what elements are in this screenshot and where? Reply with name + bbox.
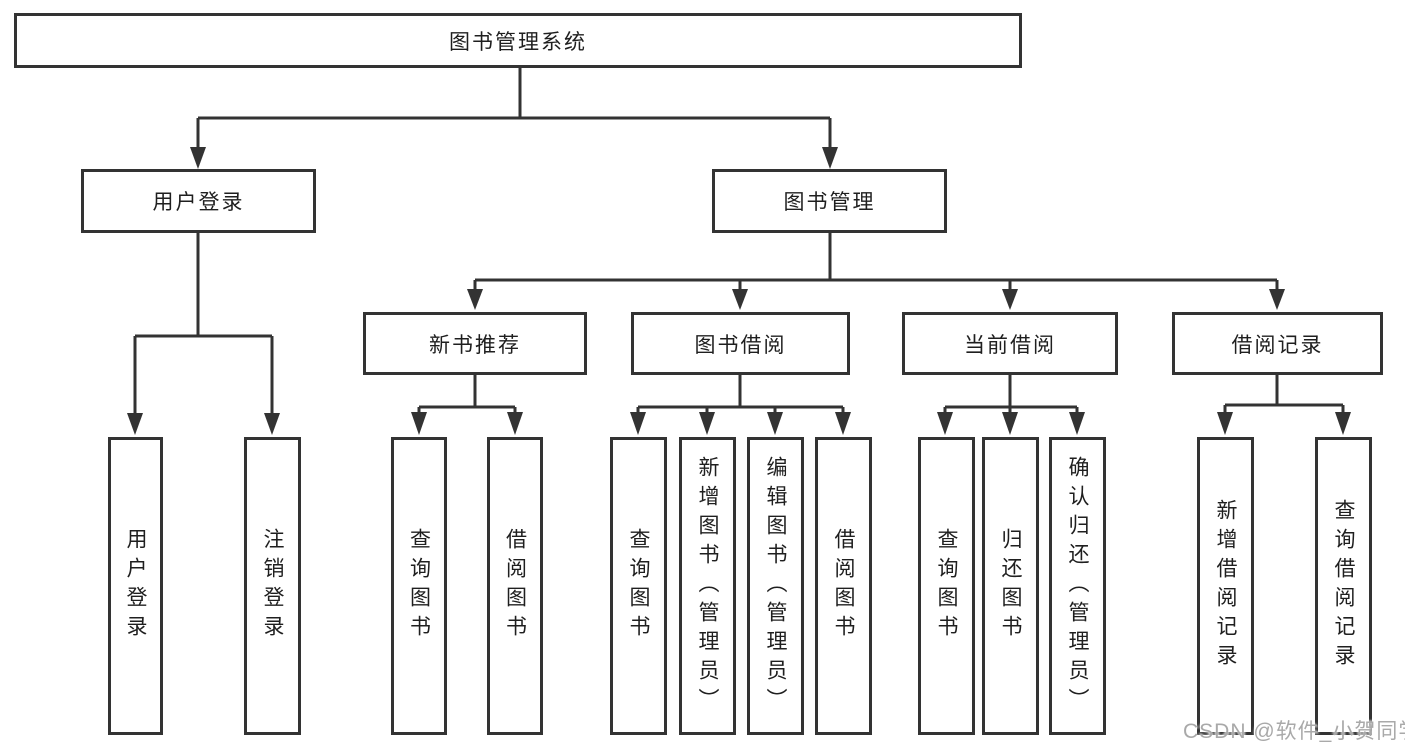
leaf-query-books-borrowing: 查询图书 <box>610 437 667 735</box>
node-book-management: 图书管理 <box>712 169 947 233</box>
leaf-borrow-books: 借阅图书 <box>815 437 872 735</box>
leaf-user-login: 用户登录 <box>108 437 163 735</box>
csdn-watermark: CSDN @软件_小贺同学 <box>1183 720 1405 743</box>
node-current-borrowing: 当前借阅 <box>902 312 1118 375</box>
node-borrow-records: 借阅记录 <box>1172 312 1383 375</box>
arrowheads <box>127 147 1351 435</box>
leaf-add-book-admin: 新增图书（管理员） <box>679 437 736 735</box>
node-user-login: 用户登录 <box>81 169 316 233</box>
leaf-confirm-return-admin: 确认归还（管理员） <box>1049 437 1106 735</box>
node-new-book-recommend: 新书推荐 <box>363 312 587 375</box>
leaf-edit-book-admin: 编辑图书（管理员） <box>747 437 804 735</box>
leaf-query-books-recommend: 查询图书 <box>391 437 447 735</box>
node-root-system: 图书管理系统 <box>14 13 1022 68</box>
leaf-logout: 注销登录 <box>244 437 301 735</box>
leaf-return-book: 归还图书 <box>982 437 1039 735</box>
leaf-query-borrow-record: 查询借阅记录 <box>1315 437 1372 735</box>
leaf-add-borrow-record: 新增借阅记录 <box>1197 437 1254 735</box>
leaf-query-books-current: 查询图书 <box>918 437 975 735</box>
node-book-borrowing: 图书借阅 <box>631 312 850 375</box>
leaf-borrow-books-recommend: 借阅图书 <box>487 437 543 735</box>
